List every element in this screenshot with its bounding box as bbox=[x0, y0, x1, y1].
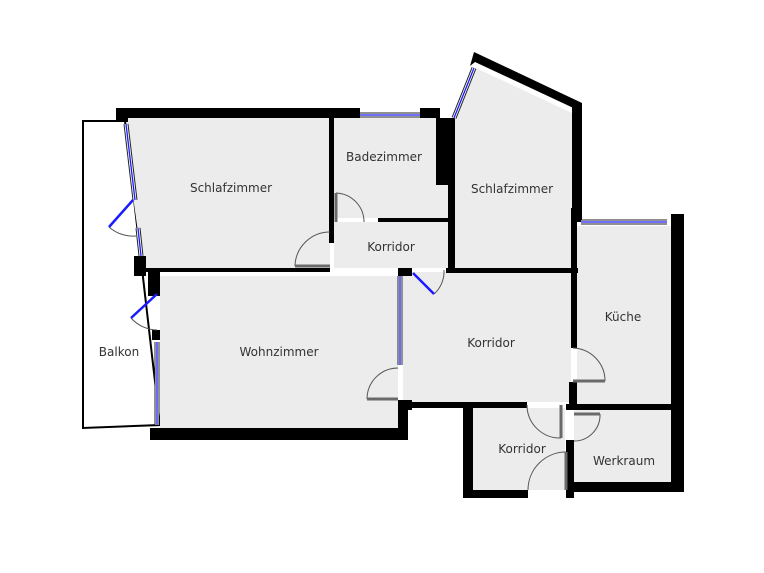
window-win-sz1-left-lower[interactable] bbox=[135, 227, 144, 257]
room-label-balkon[interactable]: Balkon bbox=[98, 345, 140, 359]
door-door-kor2-kor3[interactable] bbox=[526, 404, 563, 439]
wall-w-mid-horizontal-1 bbox=[143, 268, 330, 272]
wall-w-top-kue-pillar bbox=[572, 208, 582, 222]
wall-w-wohn-bottom bbox=[150, 410, 408, 440]
wall-w-bad-pillar bbox=[436, 118, 448, 185]
room-korridor-3[interactable] bbox=[473, 408, 565, 490]
wall-w-kue-right bbox=[671, 214, 684, 492]
room-label-korridor-2[interactable]: Korridor bbox=[467, 336, 515, 350]
wall-w-top-bad-left bbox=[355, 108, 360, 118]
doors bbox=[108, 192, 606, 491]
room-wohnzimmer[interactable] bbox=[160, 276, 398, 430]
wall-w-kue-left-1 bbox=[571, 208, 577, 348]
room-label-werkraum[interactable]: Werkraum bbox=[592, 454, 656, 468]
wall-w-top-bad-right bbox=[420, 108, 440, 118]
window-win-sz1-left-upper[interactable] bbox=[123, 123, 138, 201]
door-door-werk[interactable] bbox=[573, 412, 601, 442]
room-schlafzimmer-2[interactable] bbox=[455, 68, 572, 268]
door-door-wohn-balkon[interactable] bbox=[130, 293, 158, 331]
wall-w-kue-bottom bbox=[566, 404, 684, 410]
room-korridor-2[interactable] bbox=[403, 272, 571, 402]
room-label-badezimmer[interactable]: Badezimmer bbox=[346, 150, 422, 164]
wall-w-balkon-pillar-3 bbox=[152, 330, 160, 340]
door-door-kue-korridor[interactable] bbox=[572, 347, 606, 383]
walls bbox=[116, 52, 684, 498]
wall-w-mid-horizontal-3 bbox=[446, 268, 578, 273]
wall-w-kue-left-2 bbox=[569, 382, 577, 410]
door-door-sz1-korridor[interactable] bbox=[294, 231, 331, 268]
door-door-kor3-entrance[interactable] bbox=[527, 451, 568, 491]
room-label-wohnzimmer[interactable]: Wohnzimmer bbox=[239, 345, 319, 359]
room-label-schlafzimmer-1[interactable]: Schlafzimmer bbox=[189, 181, 273, 195]
wall-w-top-left bbox=[116, 108, 355, 122]
wall-w-balkon-pillar-1 bbox=[134, 256, 146, 276]
wall-w-sz2-right bbox=[572, 103, 582, 208]
wall-w-sz2-top bbox=[470, 52, 582, 112]
windows bbox=[123, 67, 667, 425]
room-korridor-1[interactable] bbox=[334, 222, 448, 268]
room-label-kueche[interactable]: Küche bbox=[604, 310, 642, 324]
wall-w-balkon-pillar-2 bbox=[148, 270, 160, 296]
room-kueche[interactable] bbox=[577, 226, 671, 404]
door-door-sz2-korridor[interactable] bbox=[412, 269, 445, 295]
wall-w-bad-bottom bbox=[378, 218, 455, 222]
wall-w-kor3-bottom bbox=[463, 490, 528, 498]
room-schlafzimmer-1[interactable] bbox=[128, 118, 330, 268]
room-werkraum[interactable] bbox=[574, 410, 673, 482]
wall-w-werk-bottom bbox=[566, 482, 684, 492]
wall-w-sz2-left bbox=[448, 118, 455, 268]
wall-w-mid-horizontal-2 bbox=[398, 268, 412, 276]
room-badezimmer[interactable] bbox=[334, 118, 448, 218]
wall-w-sz1-right bbox=[329, 118, 334, 243]
room-label-korridor-1[interactable]: Korridor bbox=[367, 240, 415, 254]
wall-w-kor3-left bbox=[463, 402, 473, 498]
room-label-korridor-3[interactable]: Korridor bbox=[498, 442, 546, 456]
door-door-bad-korridor[interactable] bbox=[334, 192, 365, 223]
room-label-schlafzimmer-2[interactable]: Schlafzimmer bbox=[470, 182, 554, 196]
room-floors bbox=[82, 68, 673, 490]
door-door-wohn-korridor[interactable] bbox=[366, 367, 399, 401]
window-win-sz2-top[interactable] bbox=[451, 67, 477, 119]
door-door-sz1-balkon[interactable] bbox=[108, 199, 137, 237]
